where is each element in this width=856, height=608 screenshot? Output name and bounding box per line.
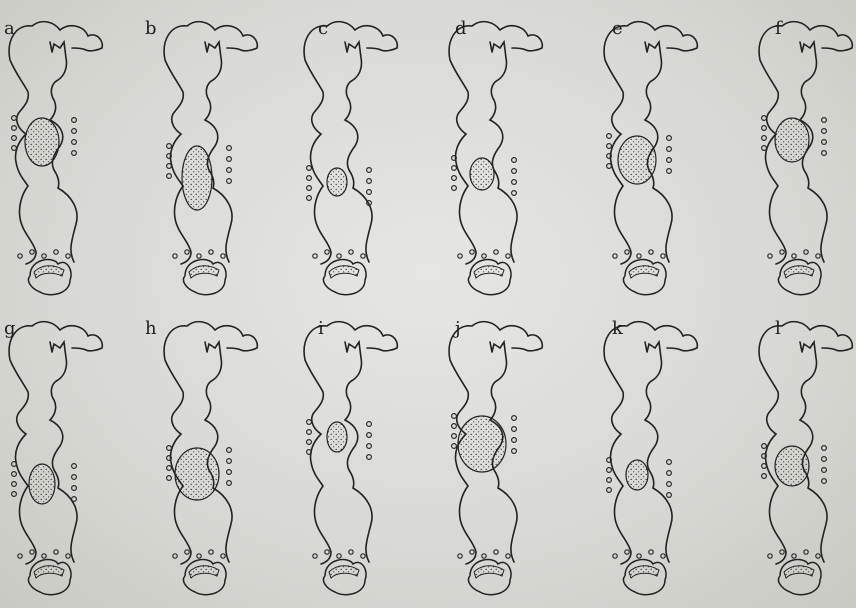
panel-letter: f [775,20,782,38]
specimen-panel [164,22,257,295]
panel-letter: h [145,320,157,338]
panel-letter: k [612,320,623,338]
specimen-panel [9,322,102,595]
specimen-panel [759,22,852,295]
panel-letter: a [4,20,15,38]
specimen-panel [304,22,397,295]
specimen-panel [759,322,852,595]
specimen-panel [9,22,102,295]
specimen-panel [304,322,397,595]
specimen-panel [604,322,697,595]
panel-letter: j [455,320,461,338]
specimen-panel [449,22,542,295]
panel-letter: c [318,20,328,38]
specimen-panel [164,322,257,595]
panel-letter: b [145,20,157,38]
panel-letter: d [455,20,467,38]
specimen-panel [604,22,697,295]
panel-letter: l [775,320,781,338]
specimen-panel [449,322,542,595]
panel-letter: g [4,320,16,338]
panel-letter: i [318,320,324,338]
panel-letter: e [612,20,623,38]
